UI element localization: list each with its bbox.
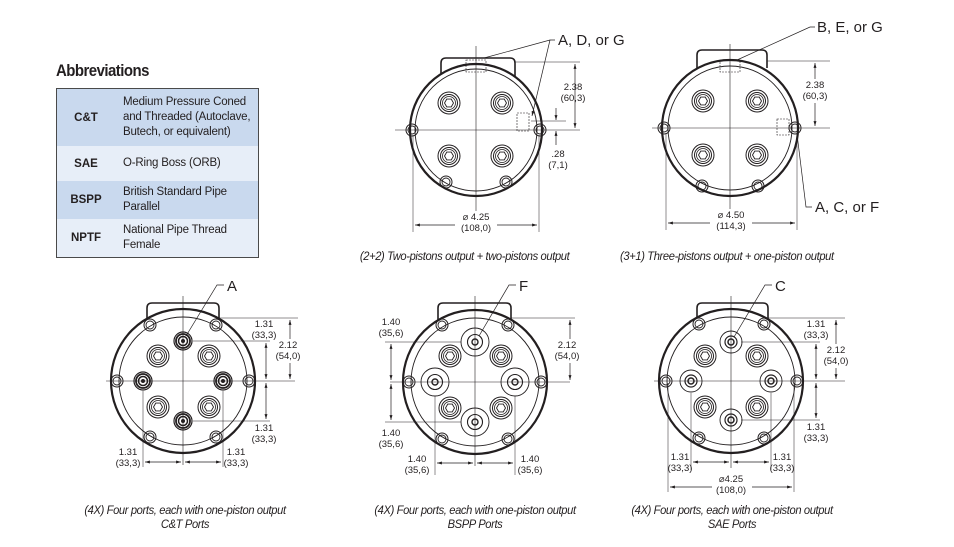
dim-left-mm: (33,3) (668, 463, 693, 474)
dim-left: 1.31 (119, 447, 138, 458)
dim-height-mm: (60,3) (803, 91, 828, 102)
dim-offset-mm: (7,1) (548, 160, 568, 171)
abbr-code: NPTF (70, 232, 102, 244)
dim-bottom: 1.31 (807, 422, 826, 433)
dim-right-mm: (33,3) (770, 463, 795, 474)
dim-diameter-mm: (108,0) (716, 485, 746, 496)
dim-height: 2.12 (827, 345, 846, 356)
dim-height-mm: (54,0) (555, 351, 580, 362)
dim-top-mm: (35,6) (379, 328, 404, 339)
dim-height-mm: (54,0) (276, 351, 301, 362)
dim-diameter: ⌀ 4.25 (463, 212, 490, 223)
dim-right: 1.31 (773, 452, 792, 463)
diagram-two-plus-two: A, D, or G 2.38 (60,3) .28 (7,1) ⌀ 4.25 … (395, 32, 625, 235)
abbr-description: National Pipe Thread Female (123, 224, 227, 251)
abbr-code: BSPP (70, 194, 102, 206)
caption-line: (4X) Four ports, each with one-piston ou… (374, 503, 576, 517)
dim-height: 2.12 (279, 340, 298, 351)
callout-label: A (227, 278, 237, 295)
callout-top-label: B, E, or G (817, 19, 883, 36)
abbr-description: British Standard Pipe Parallel (123, 186, 227, 213)
dim-height: 2.38 (564, 82, 583, 93)
dim-height-mm: (60,3) (561, 93, 586, 104)
dim-right: 1.31 (227, 447, 246, 458)
caption-sub: BSPP Ports (447, 517, 503, 531)
dim-diameter: ⌀ 4.50 (718, 210, 745, 221)
dim-right-mm: (35,6) (518, 465, 543, 476)
diagram-sae-ports: C 1.31 (33,3) 2.12 (54,0) 1.31 (33,3) 1.… (654, 278, 852, 497)
abbreviations-title: Abbreviations (56, 61, 149, 80)
dim-left: 1.40 (408, 454, 427, 465)
table-row: NPTF National Pipe Thread Female (56, 219, 259, 258)
dim-diameter: ⌀4.25 (719, 474, 743, 485)
dim-height: 2.12 (558, 340, 577, 351)
table-row: BSPP British Standard Pipe Parallel (56, 181, 259, 219)
dim-diameter-mm: (108,0) (461, 223, 491, 234)
dim-left: 1.31 (671, 452, 690, 463)
caption-bspp-ports: (4X) Four ports, each with one-piston ou… (354, 503, 596, 531)
dim-bottom-mm: (35,6) (379, 439, 404, 450)
callout-label: F (519, 278, 528, 295)
dim-top: 1.40 (382, 317, 401, 328)
abbr-description: O-Ring Boss (ORB) (123, 157, 221, 169)
table-row: SAE O-Ring Boss (ORB) (56, 146, 259, 181)
dim-bottom-mm: (33,3) (804, 433, 829, 444)
abbr-code: SAE (74, 157, 98, 170)
caption-three-plus-one: (3+1) Three-pistons output + one-piston … (620, 249, 834, 263)
diagram-ct-ports: A 1.31 (33,3) 2.12 (54,0) 1.31 (33,3) 1.… (106, 278, 304, 469)
dim-bottom-mm: (33,3) (252, 434, 277, 445)
callout-label: A, D, or G (558, 32, 625, 49)
dim-left-mm: (35,6) (405, 465, 430, 476)
caption-line: (4X) Four ports, each with one-piston ou… (84, 503, 286, 517)
abbr-description: Medium Pressure Coned and Threaded (Auto… (123, 96, 251, 138)
caption-sae-ports: (4X) Four ports, each with one-piston ou… (611, 503, 853, 531)
abbreviations-table: C&T Medium Pressure Coned and Threaded (… (56, 88, 259, 258)
table-row: C&T Medium Pressure Coned and Threaded (… (56, 88, 259, 146)
dim-right: 1.40 (521, 454, 540, 465)
dim-top: 1.31 (807, 319, 826, 330)
caption-sub: C&T Ports (160, 517, 210, 531)
diagram-three-plus-one: B, E, or G A, C, or F 2.38 (60,3) ⌀ 4.50… (652, 19, 883, 233)
dim-diameter-mm: (114,3) (716, 221, 745, 232)
dim-top-mm: (33,3) (252, 330, 277, 341)
abbr-code: C&T (74, 111, 98, 124)
dim-top: 1.31 (255, 319, 274, 330)
dim-bottom: 1.40 (382, 428, 401, 439)
caption-sub: SAE Ports (707, 517, 757, 531)
dim-bottom: 1.31 (255, 423, 274, 434)
callout-bottom-label: A, C, or F (815, 199, 879, 216)
dim-height-mm: (54,0) (824, 356, 849, 367)
callout-label: C (775, 278, 786, 295)
dim-right-mm: (33,3) (224, 458, 249, 469)
caption-two-plus-two: (2+2) Two-pistons output + two-pistons o… (359, 249, 570, 263)
caption-ct-ports: (4X) Four ports, each with one-piston ou… (64, 503, 306, 531)
diagram-bspp-ports: F 2.12 (54,0) 1.40 (35,6) 1.40 (35,6) 1.… (379, 278, 584, 476)
dim-height: 2.38 (806, 80, 825, 91)
dim-left-mm: (33,3) (116, 458, 141, 469)
dim-offset: .28 (551, 149, 564, 160)
caption-line: (4X) Four ports, each with one-piston ou… (631, 503, 833, 517)
dim-top-mm: (33,3) (804, 330, 829, 341)
